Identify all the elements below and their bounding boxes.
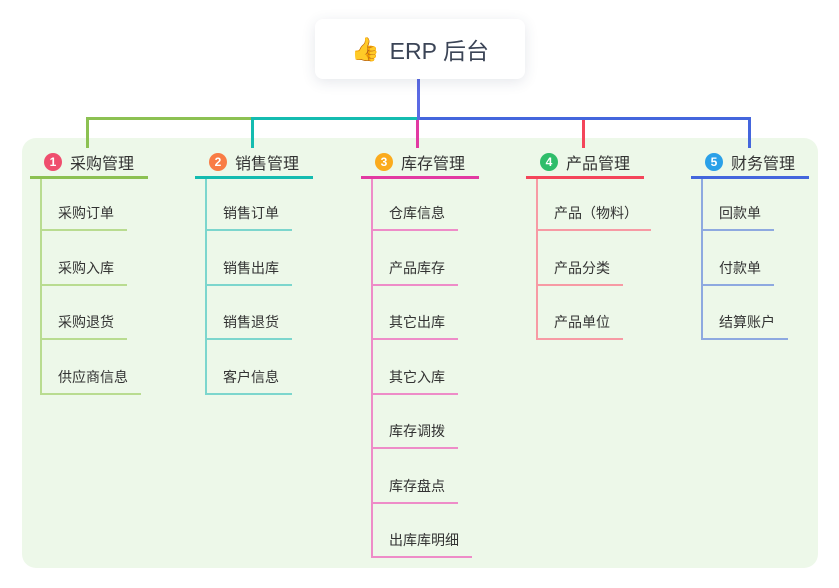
branch-product[interactable]: 4 产品管理 bbox=[540, 151, 630, 173]
branch-product-label: 产品管理 bbox=[566, 156, 631, 173]
thumbs-up-icon: 👍 bbox=[351, 35, 380, 62]
badge-5: 5 bbox=[705, 153, 723, 171]
badge-4: 4 bbox=[540, 153, 558, 171]
node-other-outbound[interactable]: 其它出库 bbox=[371, 312, 458, 340]
node-sales-return[interactable]: 销售退货 bbox=[205, 312, 292, 340]
canvas-panel bbox=[22, 138, 818, 568]
branch-inventory[interactable]: 3 库存管理 bbox=[375, 151, 465, 173]
branch-purchase-underline bbox=[30, 176, 148, 179]
node-purchase-inbound[interactable]: 采购入库 bbox=[40, 258, 127, 286]
connector-drop-sales bbox=[251, 117, 254, 148]
branch-finance-label: 财务管理 bbox=[731, 156, 796, 173]
node-purchase-return[interactable]: 采购退货 bbox=[40, 312, 127, 340]
node-other-inbound[interactable]: 其它入库 bbox=[371, 367, 458, 395]
badge-3: 3 bbox=[375, 153, 393, 171]
node-product-material[interactable]: 产品（物料） bbox=[536, 203, 651, 231]
connector-trunk-purchase bbox=[86, 117, 254, 120]
node-warehouse-info[interactable]: 仓库信息 bbox=[371, 203, 458, 231]
branch-finance[interactable]: 5 财务管理 bbox=[705, 151, 795, 173]
branch-sales-underline bbox=[195, 176, 313, 179]
branch-purchase-childline bbox=[40, 179, 42, 395]
connector-trunk-finance bbox=[417, 117, 751, 120]
connector-drop-inventory bbox=[416, 117, 419, 148]
connector-root-line bbox=[417, 79, 420, 120]
branch-product-underline bbox=[526, 176, 644, 179]
node-inout-detail[interactable]: 出库库明细 bbox=[371, 530, 472, 558]
node-sales-order[interactable]: 销售订单 bbox=[205, 203, 292, 231]
connector-drop-finance bbox=[748, 117, 751, 148]
branch-inventory-underline bbox=[361, 176, 479, 179]
node-product-category[interactable]: 产品分类 bbox=[536, 258, 623, 286]
connector-trunk-sales bbox=[251, 117, 420, 120]
node-payment-bill[interactable]: 付款单 bbox=[701, 258, 774, 286]
branch-product-childline bbox=[536, 179, 538, 340]
node-purchase-order[interactable]: 采购订单 bbox=[40, 203, 127, 231]
branch-inventory-childline bbox=[371, 179, 373, 558]
node-settle-account[interactable]: 结算账户 bbox=[701, 312, 788, 340]
node-sales-outbound[interactable]: 销售出库 bbox=[205, 258, 292, 286]
branch-sales-childline bbox=[205, 179, 207, 395]
node-supplier-info[interactable]: 供应商信息 bbox=[40, 367, 141, 395]
connector-drop-purchase bbox=[86, 117, 89, 148]
branch-purchase[interactable]: 1 采购管理 bbox=[44, 151, 134, 173]
node-customer-info[interactable]: 客户信息 bbox=[205, 367, 292, 395]
root-node-erp[interactable]: 👍 ERP 后台 bbox=[315, 19, 525, 79]
node-stock-transfer[interactable]: 库存调拨 bbox=[371, 421, 458, 449]
branch-finance-underline bbox=[691, 176, 809, 179]
node-receipt-bill[interactable]: 回款单 bbox=[701, 203, 774, 231]
branch-purchase-label: 采购管理 bbox=[70, 156, 135, 173]
node-stock-take[interactable]: 库存盘点 bbox=[371, 476, 458, 504]
branch-sales-label: 销售管理 bbox=[235, 156, 300, 173]
connector-drop-product bbox=[582, 117, 585, 148]
node-product-unit[interactable]: 产品单位 bbox=[536, 312, 623, 340]
root-node-label: ERP 后台 bbox=[389, 38, 489, 64]
badge-2: 2 bbox=[209, 153, 227, 171]
badge-1: 1 bbox=[44, 153, 62, 171]
branch-sales[interactable]: 2 销售管理 bbox=[209, 151, 299, 173]
node-product-stock[interactable]: 产品库存 bbox=[371, 258, 458, 286]
branch-finance-childline bbox=[701, 179, 703, 340]
branch-inventory-label: 库存管理 bbox=[401, 156, 466, 173]
